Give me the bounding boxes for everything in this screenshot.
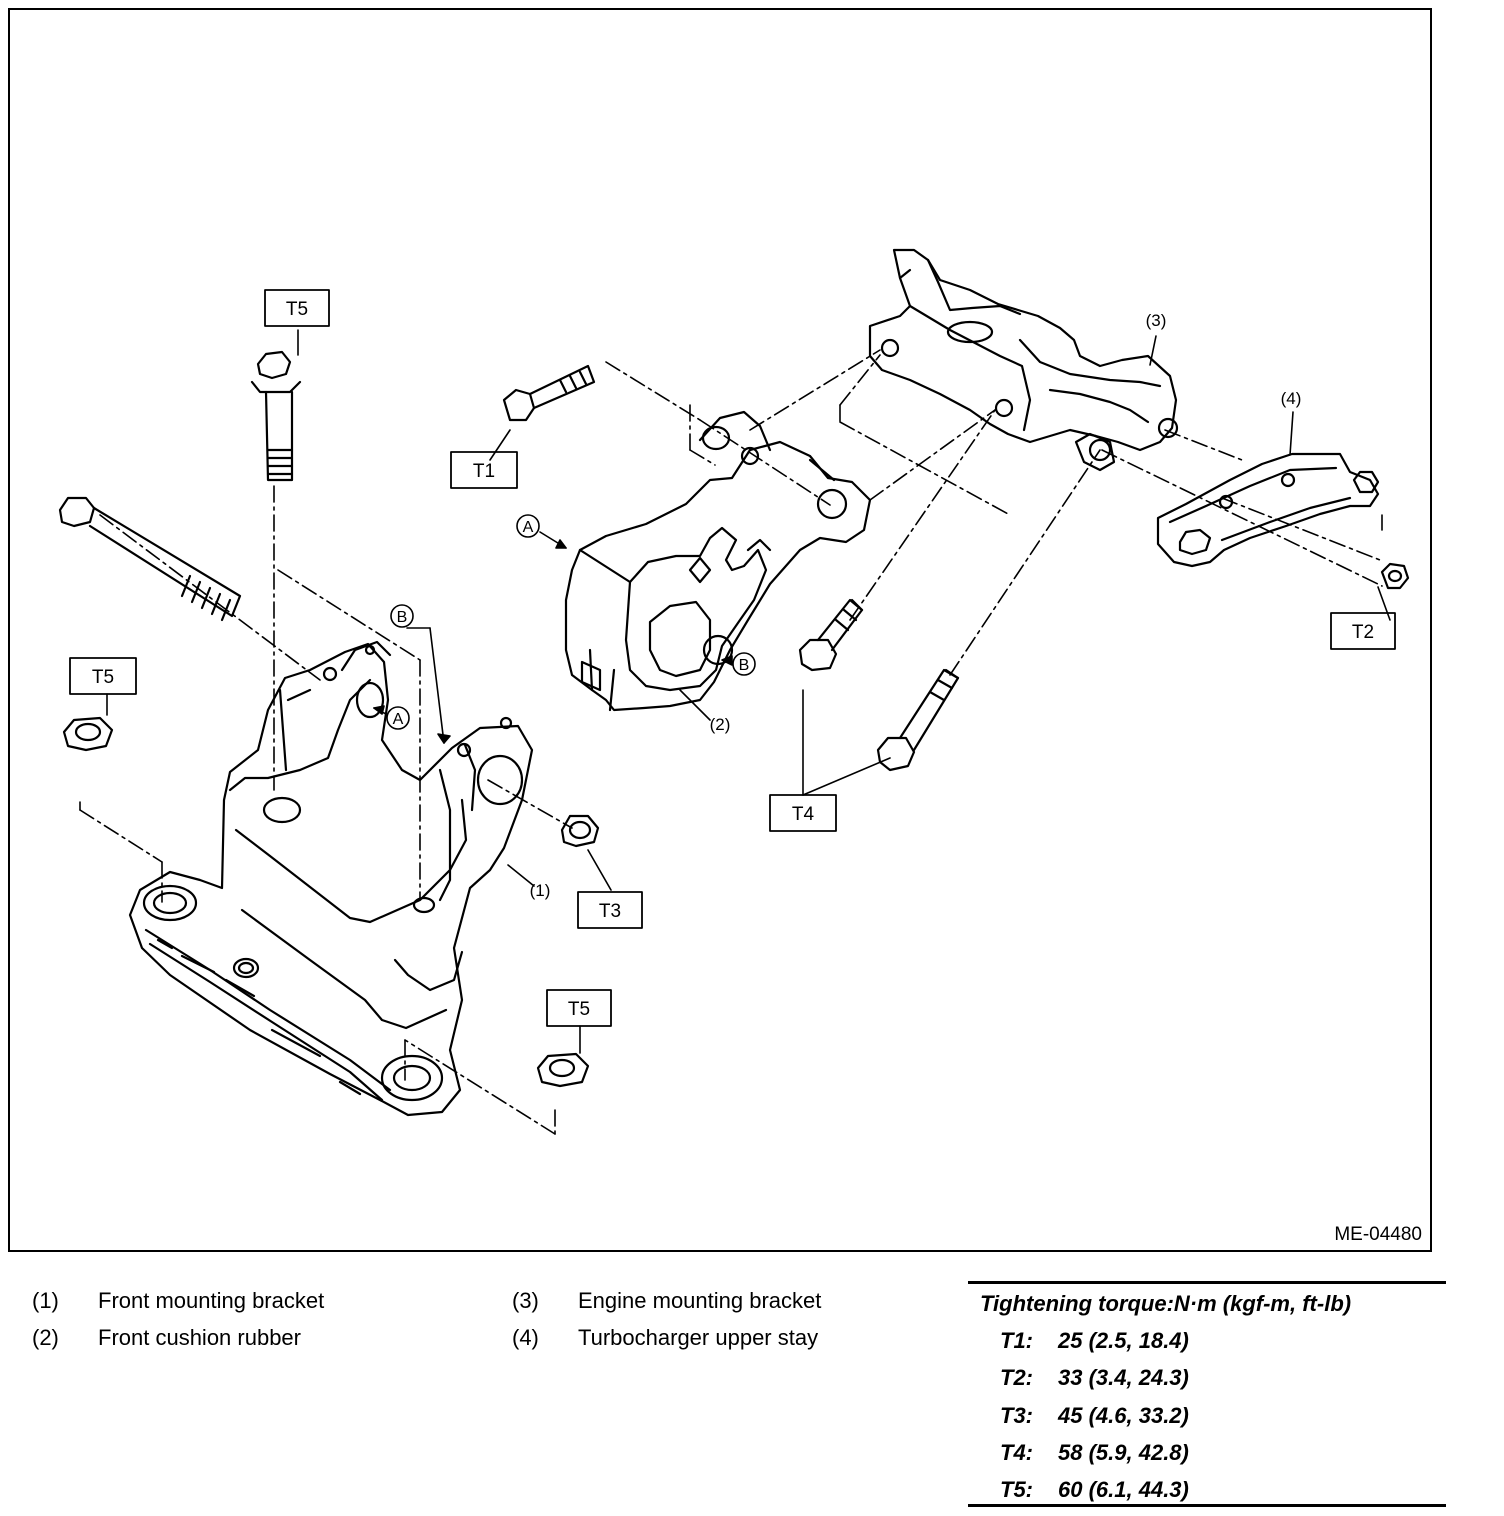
- marker-a-upper: A: [523, 519, 534, 536]
- part-label-3: (3): [1146, 311, 1167, 330]
- figure-reference-code: ME-04480: [1334, 1224, 1422, 1245]
- torque-value: 45 (4.6, 33.2): [1058, 1403, 1189, 1428]
- callout-t5-top: T5: [286, 299, 308, 320]
- legend-item-number: (1): [32, 1288, 59, 1313]
- torque-value: 25 (2.5, 18.4): [1058, 1328, 1189, 1353]
- front-mounting-bracket-drawing: [128, 640, 534, 1117]
- engine-mounting-bracket-drawing: [868, 248, 1179, 472]
- torque-code: T2:: [1000, 1365, 1033, 1390]
- callout-boxes: [69, 289, 1396, 1027]
- front-cushion-rubber-drawing: [564, 410, 872, 712]
- parts-legend-right: (3) Engine mounting bracket (4) Turbocha…: [512, 1288, 952, 1358]
- torque-value: 58 (5.9, 42.8): [1058, 1440, 1189, 1465]
- torque-value: 33 (3.4, 24.3): [1058, 1365, 1189, 1390]
- leader-lines: [106, 329, 1391, 1054]
- part-label-4: (4): [1281, 389, 1302, 408]
- turbocharger-upper-stay-drawing: [1156, 452, 1380, 568]
- torque-code: T3:: [1000, 1403, 1033, 1428]
- assembly-lines: [79, 349, 1383, 1135]
- legend-item-label: Front mounting bracket: [98, 1288, 325, 1313]
- callout-t4: T4: [792, 804, 815, 825]
- reference-markers: [373, 514, 756, 744]
- fasteners-drawing: [58, 350, 1410, 1088]
- exploded-view-drawing: T5 T5 T5 T1 T2 T3 T4 (1) (2) (3) (4): [58, 248, 1410, 1135]
- torque-code: T5:: [1000, 1477, 1033, 1502]
- callout-t3: T3: [599, 901, 621, 922]
- part-label-1: (1): [530, 881, 551, 900]
- callout-t5-bottom: T5: [568, 999, 590, 1020]
- marker-b-lower: B: [739, 657, 750, 674]
- legend-item-number: (2): [32, 1325, 59, 1350]
- marker-b-upper: B: [397, 609, 408, 626]
- torque-table: Tightening torque:N·m (kgf-m, ft-lb) T1:…: [968, 1281, 1446, 1507]
- torque-code: T4:: [1000, 1440, 1033, 1465]
- torque-code: T1:: [1000, 1328, 1033, 1353]
- callout-t5-left: T5: [92, 667, 114, 688]
- parts-legend-left: (1) Front mounting bracket (2) Front cus…: [32, 1288, 492, 1358]
- part-label-2: (2): [710, 715, 731, 734]
- legend-item-label: Front cushion rubber: [98, 1325, 301, 1350]
- legend-item-label: Engine mounting bracket: [578, 1288, 822, 1313]
- legend-item-number: (4): [512, 1325, 539, 1350]
- legend-item-number: (3): [512, 1288, 539, 1313]
- diagram-frame: T5 T5 T5 T1 T2 T3 T4 (1) (2) (3) (4): [8, 8, 1432, 1252]
- marker-a-lower: A: [393, 711, 404, 728]
- callout-t1: T1: [473, 461, 495, 482]
- torque-table-title: Tightening torque:N·m (kgf-m, ft-lb): [980, 1291, 1352, 1316]
- torque-value: 60 (6.1, 44.3): [1058, 1477, 1189, 1502]
- legend-item-label: Turbocharger upper stay: [578, 1325, 819, 1350]
- callout-t2: T2: [1352, 622, 1374, 643]
